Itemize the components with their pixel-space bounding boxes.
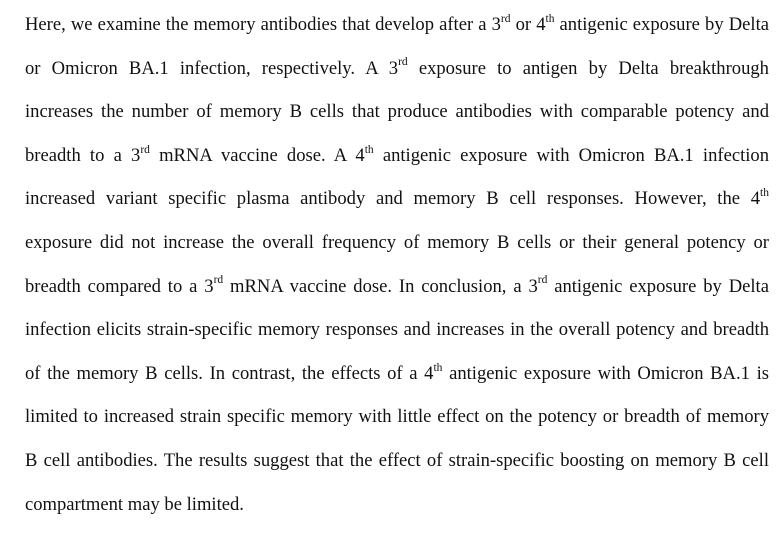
text-line: B cell antibodies. The results suggest t… — [25, 449, 769, 471]
abstract-paragraph: Here, we examine the memory antibodies t… — [25, 3, 769, 526]
text-line: infection elicits strain-specific memory… — [25, 319, 769, 341]
text-line: or Omicron BA.1 infection, respectively.… — [25, 56, 769, 79]
text-line: breadth compared to a 3rd mRNA vaccine d… — [25, 274, 769, 297]
text-line: exposure did not increase the overall fr… — [25, 231, 769, 253]
text-line: limited to increased strain specific mem… — [25, 406, 769, 428]
text-line: Here, we examine the memory antibodies t… — [25, 12, 769, 35]
text-line: of the memory B cells. In contrast, the … — [25, 361, 769, 384]
text-line: increased variant specific plasma antibo… — [25, 187, 769, 210]
text-line-last: compartment may be limited. — [25, 493, 244, 515]
text-line: increases the number of memory B cells t… — [25, 101, 769, 123]
text-line: breadth to a 3rd mRNA vaccine dose. A 4t… — [25, 143, 769, 166]
